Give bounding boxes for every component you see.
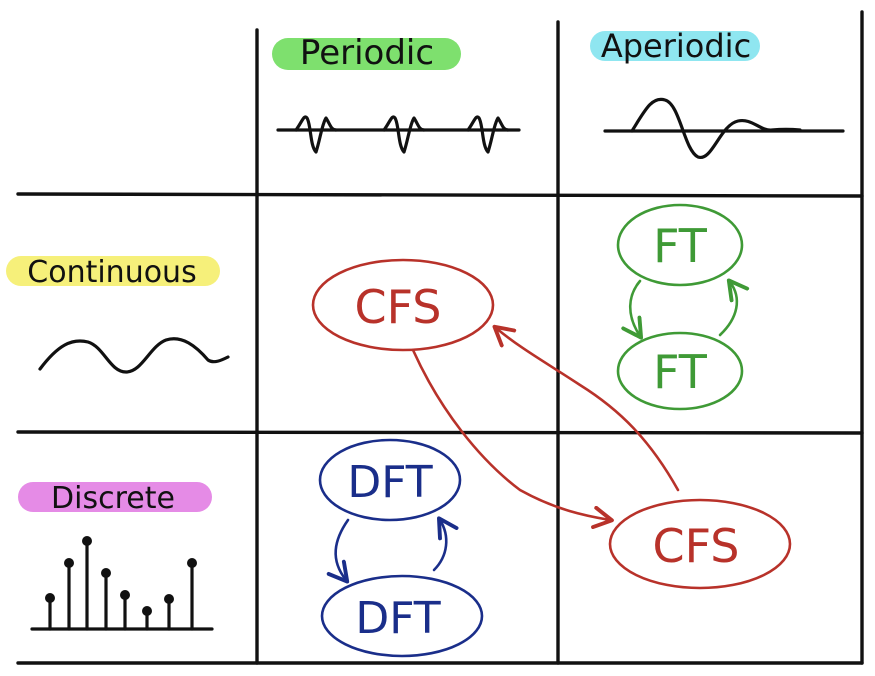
cfs-right-node: CFS — [608, 498, 792, 590]
ft-bottom-label: FT — [653, 345, 708, 399]
continuous-highlight — [6, 256, 220, 286]
dft-arrow-down — [326, 518, 350, 584]
discrete-header: Discrete — [18, 481, 214, 631]
cfs-connectors — [411, 324, 680, 530]
cfs-arrow-left-to-right — [411, 348, 614, 530]
continuous-label: Continuous — [27, 255, 196, 290]
discrete-stem-plot-icon — [30, 536, 214, 631]
aperiodic-label: Aperiodic — [601, 27, 751, 65]
continuous-waveform-icon — [38, 337, 230, 374]
dft-bottom-node: DFT — [320, 574, 484, 658]
ft-top-label: FT — [653, 219, 708, 273]
aperiodic-header: Aperiodic — [590, 27, 845, 159]
aperiodic-highlight — [590, 31, 760, 61]
periodic-header: Periodic — [272, 33, 521, 154]
dft-bottom-label: DFT — [355, 593, 440, 644]
periodic-waveform-icon — [276, 115, 521, 154]
continuous-header: Continuous — [6, 255, 230, 374]
cfs-right-label: CFS — [653, 519, 740, 573]
dft-connectors — [326, 516, 459, 584]
dft-top-node: DFT — [318, 438, 462, 522]
cfs-left-label: CFS — [355, 280, 442, 334]
dft-top-label: DFT — [347, 457, 432, 508]
discrete-highlight — [18, 482, 212, 512]
discrete-label: Discrete — [51, 481, 175, 516]
dft-arrow-up — [432, 516, 459, 572]
cfs-arrow-right-to-left — [492, 324, 680, 492]
periodic-label: Periodic — [300, 33, 434, 73]
ft-connectors — [621, 278, 750, 340]
ft-top-node: FT — [616, 203, 744, 287]
table-grid — [16, 10, 864, 665]
ft-arrow-down — [621, 279, 644, 340]
aperiodic-waveform-icon — [603, 97, 845, 159]
periodic-highlight — [272, 38, 461, 70]
cfs-left-node: CFS — [311, 258, 495, 352]
ft-arrow-up — [718, 278, 750, 337]
ft-bottom-node: FT — [616, 331, 744, 411]
